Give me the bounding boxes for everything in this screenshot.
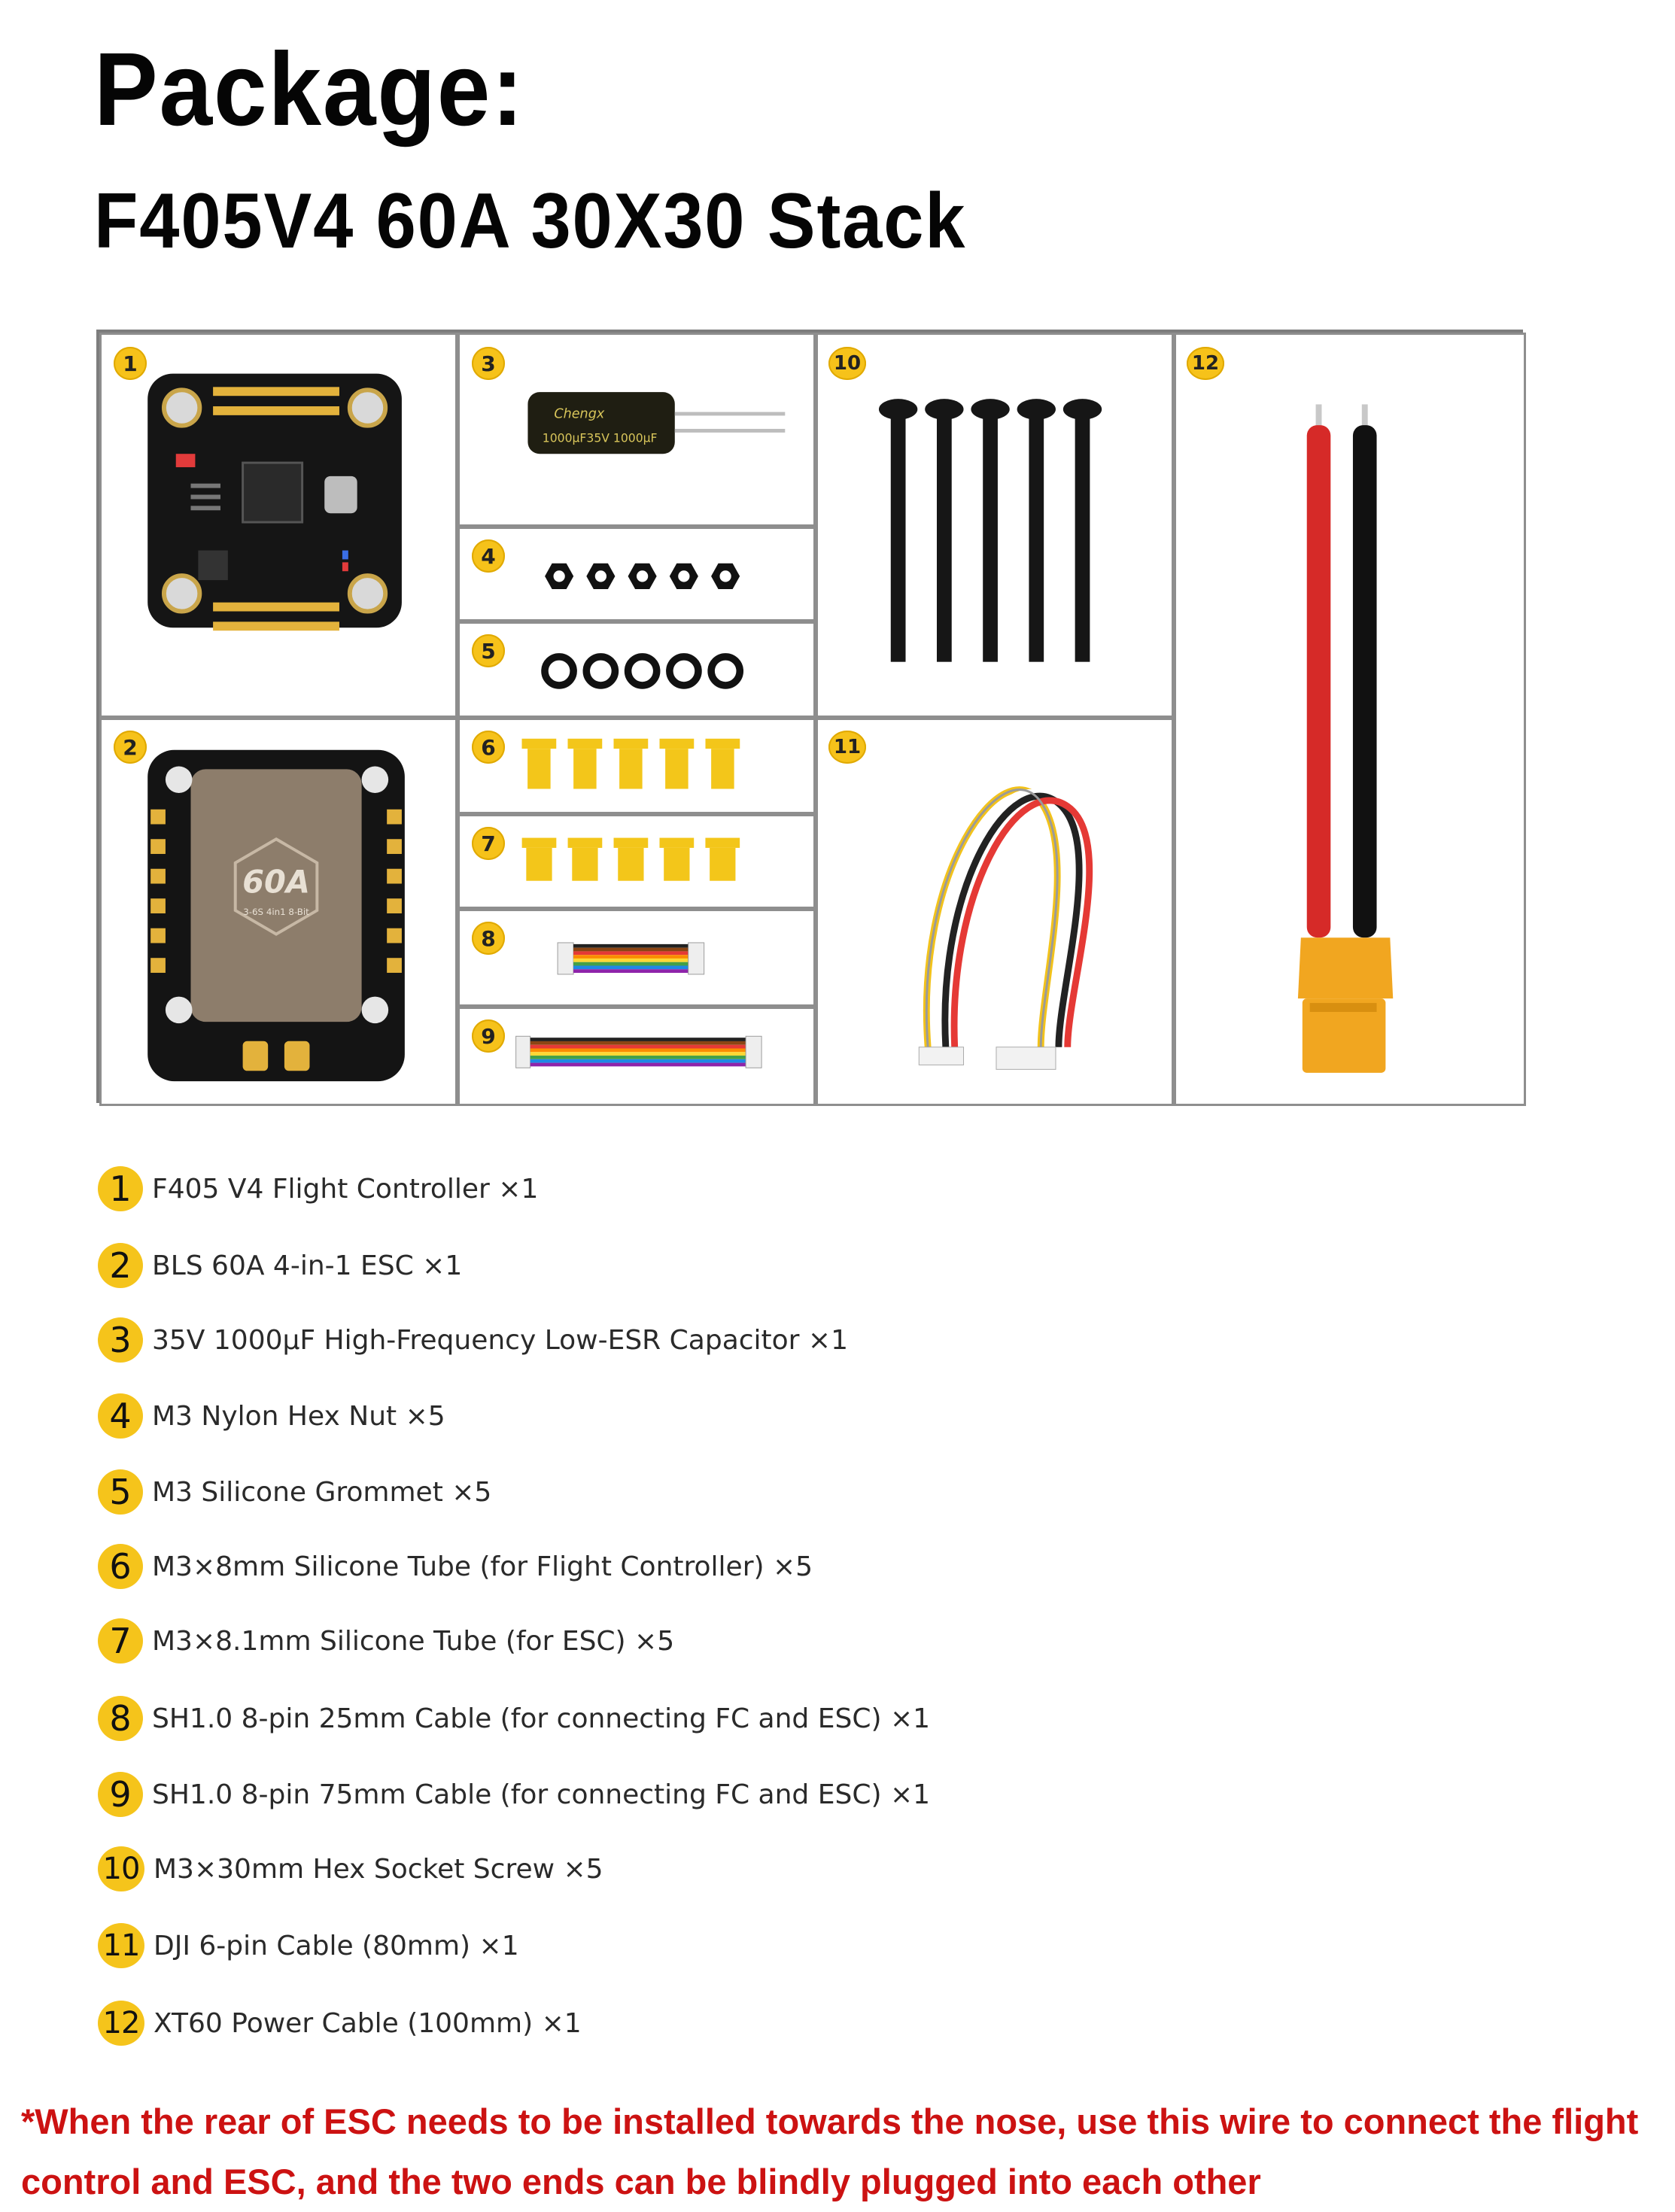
- item-number: 9: [98, 1772, 143, 1817]
- item-label: XT60 Power Cable (100mm) ×1: [154, 2007, 582, 2039]
- list-item: 10 M3×30mm Hex Socket Screw ×5: [98, 1843, 603, 1895]
- list-item: 7 M3×8.1mm Silicone Tube (for ESC) ×5: [98, 1615, 674, 1667]
- item-number: 1: [98, 1166, 143, 1211]
- esc-rating-text: 60A: [242, 864, 310, 900]
- item-number: 6: [98, 1544, 143, 1589]
- cell-xt60-cable: 12: [1174, 333, 1526, 1106]
- flight-controller-image: [147, 373, 402, 631]
- hex-nuts-image: [545, 563, 740, 589]
- list-item: 11 DJI 6-pin Cable (80mm) ×1: [98, 1919, 519, 1972]
- item-label: M3 Nylon Hex Nut ×5: [152, 1400, 445, 1432]
- esc-sub-text: 3-6S 4in1 8-Bit: [243, 907, 309, 917]
- capacitor-spec-text: 1000µF35V 1000µF: [543, 432, 658, 445]
- list-item: 9 SH1.0 8-pin 75mm Cable (for connecting …: [98, 1768, 930, 1821]
- silicone-tubes-fc-image: [521, 738, 740, 789]
- item-number: 2: [98, 1243, 143, 1288]
- cell-hex-nuts: 4: [458, 527, 816, 621]
- item-number: 10: [98, 1846, 144, 1891]
- cell-silicone-tube-fc: 6: [458, 718, 816, 814]
- list-item: 6 M3×8mm Silicone Tube (for Flight Contro…: [98, 1540, 813, 1593]
- list-item: 8 SH1.0 8-pin 25mm Cable (for connecting …: [98, 1692, 930, 1745]
- badge-6: 6: [472, 731, 505, 764]
- cell-sh-cable-25mm: 8: [458, 909, 816, 1007]
- badge-5: 5: [472, 634, 505, 667]
- package-contents-grid: 1 2: [96, 330, 1526, 1106]
- cell-sh-cable-75mm: 9: [458, 1007, 816, 1106]
- badge-4: 4: [472, 539, 505, 573]
- list-item: 4 M3 Nylon Hex Nut ×5: [98, 1390, 445, 1442]
- cell-flight-controller: 1: [99, 333, 458, 718]
- list-item: 12 XT60 Power Cable (100mm) ×1: [98, 1997, 582, 2049]
- item-number: 5: [98, 1469, 143, 1515]
- sh-cable-75mm-image: [515, 1035, 762, 1068]
- badge-2: 2: [114, 731, 147, 764]
- item-label: M3×8mm Silicone Tube (for Flight Control…: [152, 1551, 813, 1582]
- list-item: 1 F405 V4 Flight Controller ×1: [98, 1162, 538, 1215]
- cell-hex-screws: 10: [816, 333, 1174, 718]
- badge-11: 11: [828, 731, 866, 764]
- item-number: 7: [98, 1618, 143, 1664]
- page-title: Package:: [94, 32, 525, 147]
- badge-12: 12: [1187, 347, 1224, 380]
- item-number: 4: [98, 1393, 143, 1439]
- list-item: 2 BLS 60A 4-in-1 ESC ×1: [98, 1239, 462, 1292]
- cell-grommets: 5: [458, 621, 816, 718]
- item-label: BLS 60A 4-in-1 ESC ×1: [152, 1250, 463, 1281]
- xt60-cable-image: [1297, 404, 1394, 1073]
- item-label: SH1.0 8-pin 25mm Cable (for connecting F…: [152, 1703, 931, 1734]
- page-subtitle: F405V4 60A 30X30 Stack: [94, 178, 967, 265]
- item-label: M3×30mm Hex Socket Screw ×5: [154, 1853, 603, 1885]
- dji-cable-image: [918, 786, 1093, 1070]
- item-label: M3 Silicone Grommet ×5: [152, 1476, 492, 1508]
- item-number: 3: [98, 1317, 143, 1363]
- item-label: 35V 1000µF High-Frequency Low-ESR Capaci…: [152, 1324, 848, 1356]
- badge-9: 9: [472, 1019, 505, 1053]
- cell-esc: 2 60A 3-6S 4in1 8-Bit: [99, 718, 458, 1106]
- item-label: F405 V4 Flight Controller ×1: [152, 1173, 539, 1205]
- cell-capacitor: 3 Chengx 1000µF35V 1000µF: [458, 333, 816, 527]
- hex-screws-image: [878, 399, 1102, 662]
- capacitor-image: Chengx 1000µF35V 1000µF: [527, 392, 786, 454]
- silicone-tubes-esc-image: [521, 837, 740, 881]
- cell-dji-cable: 11: [816, 718, 1174, 1106]
- esc-image: 60A 3-6S 4in1 8-Bit: [147, 749, 405, 1082]
- item-label: SH1.0 8-pin 75mm Cable (for connecting F…: [152, 1779, 931, 1810]
- badge-1: 1: [114, 347, 147, 380]
- cell-silicone-tube-esc: 7: [458, 814, 816, 909]
- item-number: 12: [98, 2001, 144, 2046]
- badge-3: 3: [472, 347, 505, 380]
- grommets-image: [541, 653, 744, 689]
- item-number: 8: [98, 1696, 143, 1741]
- item-number: 11: [98, 1923, 144, 1968]
- capacitor-brand-text: Chengx: [554, 406, 605, 421]
- badge-10: 10: [828, 347, 866, 380]
- installation-note: *When the rear of ESC needs to be instal…: [21, 2101, 1639, 2201]
- sh-cable-25mm-image: [557, 942, 705, 975]
- badge-7: 7: [472, 827, 505, 860]
- badge-8: 8: [472, 922, 505, 955]
- list-item: 5 M3 Silicone Grommet ×5: [98, 1466, 491, 1518]
- list-item: 3 35V 1000µF High-Frequency Low-ESR Capac…: [98, 1314, 848, 1366]
- item-label: DJI 6-pin Cable (80mm) ×1: [154, 1930, 519, 1961]
- item-label: M3×8.1mm Silicone Tube (for ESC) ×5: [152, 1625, 675, 1657]
